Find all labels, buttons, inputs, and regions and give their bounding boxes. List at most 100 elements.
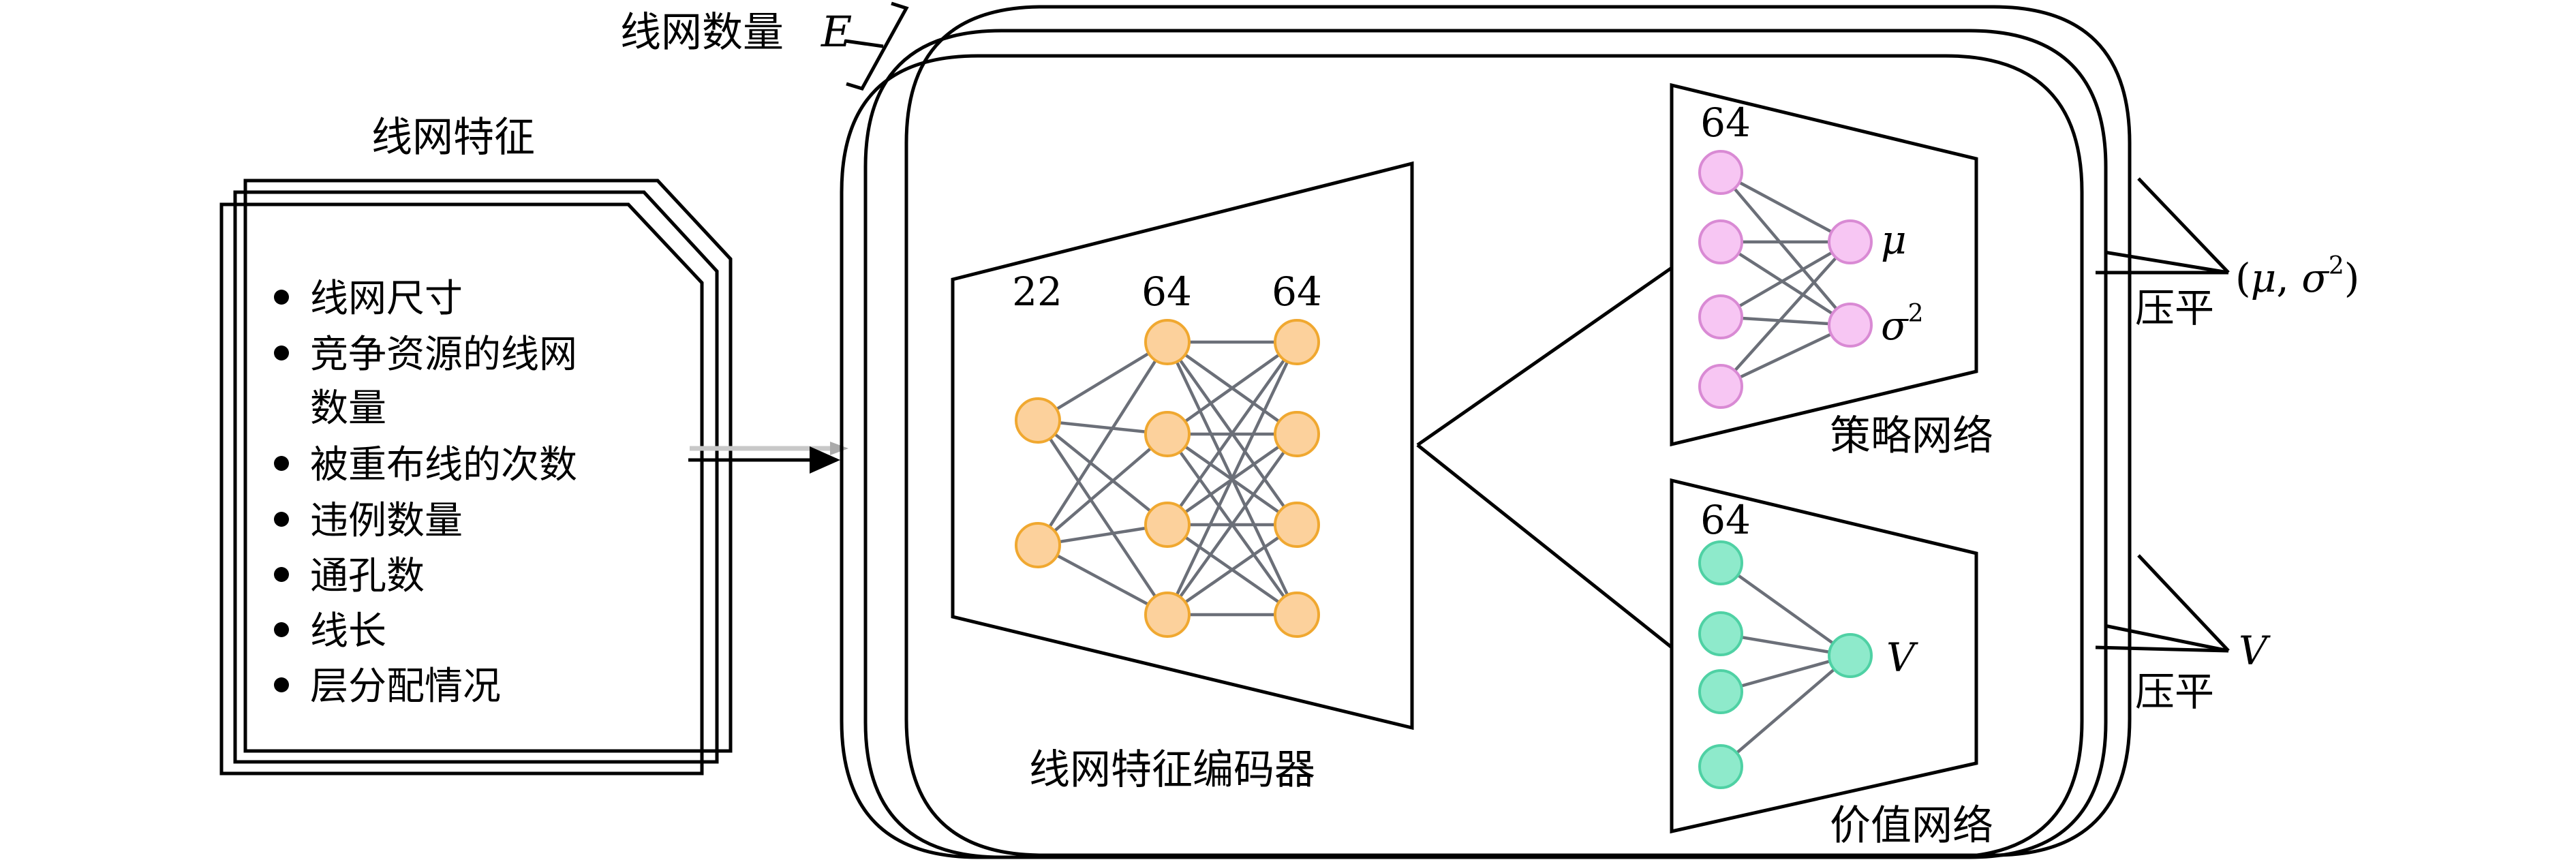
flatten-label: 压平 [2135,285,2214,331]
feature-item: 线长 [310,609,386,654]
connection-line [1719,241,1852,388]
policy-node [1828,303,1873,348]
feature-item: 被重布线的次数 [310,443,577,487]
stack-brace-tick [844,39,884,48]
connection-line [1037,419,1169,526]
bullet-icon [274,622,289,637]
feature-item: 线网尺寸 [310,277,463,321]
encoder-network [1015,319,1320,638]
connection-line [1720,323,1851,388]
value-node [1698,540,1743,585]
doc-page-back [243,179,733,753]
value-size: 64 [1700,497,1751,543]
policy-node [1698,294,1743,339]
stack-count-symbol: E [821,7,852,57]
value-node [1698,669,1743,714]
feature-item: 竞争资源的线网 [310,333,577,377]
encoder-layer-size: 64 [1141,268,1192,315]
policy-node [1698,150,1743,195]
encoder-node [1144,319,1191,365]
policy-node [1698,219,1743,264]
encoder-trapezoid [951,161,1414,731]
policy-node [1828,219,1873,264]
flatten-label: 压平 [2135,669,2214,715]
encoder-node [1274,411,1320,457]
model-frame-front [840,54,2084,859]
stack-brace [846,1,909,91]
policy-trapezoid [1670,82,1978,447]
encoder-node [1015,522,1061,568]
features-title: 线网特征 [371,114,535,162]
bullet-icon [274,512,289,527]
encoder-node [1144,502,1191,548]
value-flatten: 压平 V [2095,554,2271,715]
bullet-icon [274,290,289,305]
value-node [1828,633,1873,678]
encoder-node [1274,319,1320,365]
value-output: V [2239,628,2271,674]
connection-line [1037,419,1169,616]
policy-output-sigma: σ2 [1881,300,1924,349]
value-output-v: V [1886,634,1918,681]
flatten-line [2137,554,2230,652]
bullet-icon [274,456,289,471]
encoder-node [1274,592,1320,638]
flatten-line [2104,624,2229,653]
connection-line [1037,544,1169,616]
connection-line [1719,654,1852,768]
doc-page-middle [233,190,719,764]
value-title: 价值网络 [1830,802,1993,850]
policy-output: (μ, σ2) [2235,252,2359,301]
connection-line [1165,341,1299,615]
bullet-icon [274,567,289,582]
encoder-node [1274,502,1320,548]
value-network [1698,540,1873,789]
connection-line [1719,241,1852,326]
policy-flatten: 压平 (μ, σ2) [2096,177,2359,331]
doc-page-front [219,202,704,775]
feature-item: 通孔数 [310,554,425,598]
policy-node [1698,364,1743,409]
flatten-line [2104,250,2229,275]
feature-item: 违例数量 [310,499,463,543]
stack-count-label: 线网数量 E [620,1,909,91]
connection-line [1037,433,1169,547]
connection-line [1166,523,1298,616]
value-node [1698,611,1743,656]
connection-line [1719,171,1852,243]
encoder-title: 线网特征编码器 [1029,746,1315,794]
network-connections [1037,340,1299,617]
shadow-arrow-head [830,442,848,455]
policy-title: 策略网络 [1830,412,1993,460]
bullet-icon [274,345,289,360]
feature-doc-stack [219,179,733,775]
connection-line [1037,341,1169,422]
feature-item-continuation: 数量 [310,386,386,431]
encoder-node [1015,397,1061,444]
connection-line [1166,341,1298,435]
encoder-to-policy-line [1416,266,1673,447]
encoder-layer-size: 22 [1012,268,1062,315]
value-trapezoid [1670,478,1978,834]
stack-count-text: 线网数量 [620,9,784,57]
policy-output-mu: μ [1881,217,1907,263]
connection-line [1166,341,1298,526]
policy-network [1698,150,1873,409]
flatten-line [2095,645,2229,653]
encoder-node [1144,411,1191,457]
feature-list: 线网尺寸 竞争资源的线网 数量 被重布线的次数 违例数量 通孔数 线长 层分配情… [274,277,577,709]
bullet-icon [274,677,289,692]
feature-item: 层分配情况 [310,664,501,709]
flatten-line [2137,177,2230,274]
model-stack [840,5,2132,859]
policy-size: 64 [1700,99,1751,146]
encoder-node [1144,592,1191,638]
encoder-layer-size: 64 [1272,268,1322,315]
connection-line [1037,341,1169,547]
connection-line [1719,171,1852,326]
encoder-to-value-line [1416,444,1673,649]
connection-line [1719,562,1852,657]
connection-line [1719,241,1852,318]
network-connections [1719,171,1852,388]
